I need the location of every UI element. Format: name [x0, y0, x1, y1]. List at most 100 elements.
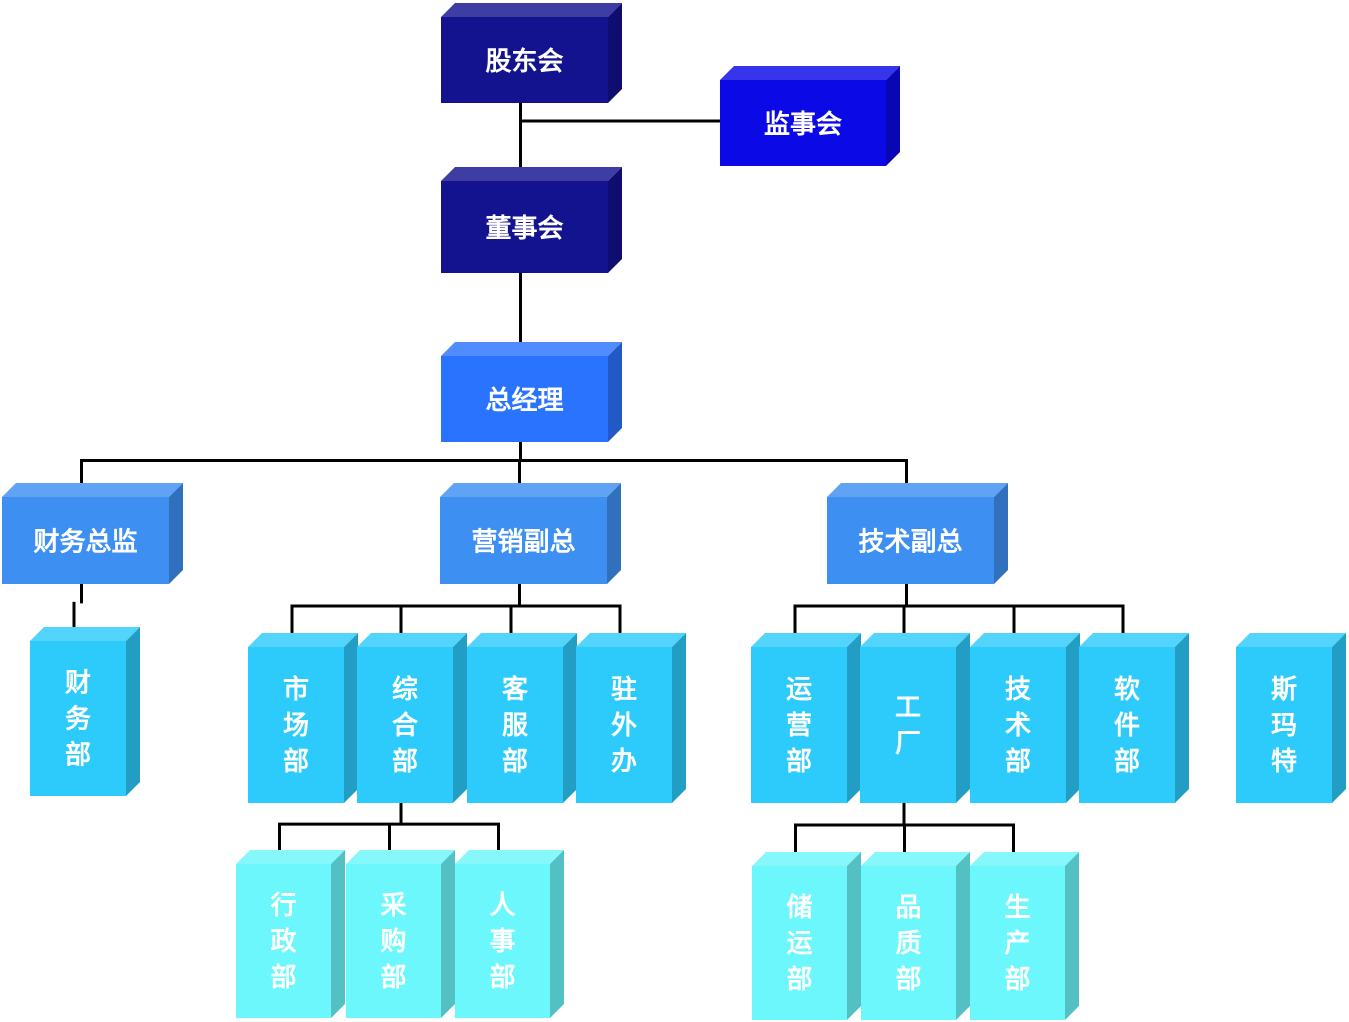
- node-side-face: [550, 850, 564, 1018]
- node-side-face: [1065, 852, 1079, 1020]
- node-side-face: [608, 3, 622, 103]
- node-label: 市场部: [283, 674, 309, 777]
- node-side-face: [344, 633, 358, 803]
- node-renshibu: 人事部: [455, 850, 564, 1018]
- node-side-face: [1175, 633, 1189, 803]
- node-side-face: [1066, 633, 1080, 803]
- node-front-face: [455, 864, 550, 1018]
- node-top-face: [357, 633, 467, 647]
- node-label: 综合部: [392, 674, 419, 777]
- node-chuyunbu: 储运部: [752, 852, 861, 1020]
- node-front-face: [720, 80, 886, 166]
- node-label: 股东会: [485, 46, 563, 77]
- node-top-face: [860, 633, 970, 647]
- node-top-face: [970, 852, 1079, 866]
- node-front-face: [1236, 647, 1332, 803]
- node-top-face: [455, 850, 564, 864]
- node-top-face: [236, 850, 345, 864]
- node-yingxiaofuzong: 营销副总: [440, 483, 621, 584]
- node-front-face: [467, 647, 563, 803]
- node-top-face: [576, 633, 686, 647]
- node-side-face: [847, 852, 861, 1020]
- node-front-face: [236, 864, 331, 1018]
- node-label: 生产部: [1004, 893, 1030, 995]
- node-zonghebu: 综合部: [357, 633, 467, 803]
- node-label: 董事会: [485, 214, 563, 244]
- node-simate: 斯玛特: [1236, 633, 1346, 803]
- node-side-face: [331, 850, 345, 1018]
- node-front-face: [861, 866, 956, 1020]
- node-side-face: [169, 483, 183, 584]
- node-yunyingbu: 运营部: [751, 633, 861, 803]
- node-jishubu: 技术部: [970, 633, 1080, 803]
- node-front-face: [248, 647, 344, 803]
- node-kefubu: 客服部: [467, 633, 577, 803]
- node-shichangbu: 市场部: [248, 633, 358, 803]
- node-xingzhengbu: 行政部: [236, 850, 345, 1018]
- node-front-face: [751, 647, 847, 803]
- node-side-face: [994, 483, 1008, 584]
- node-label: 财务总监: [33, 528, 137, 558]
- node-top-face: [970, 633, 1080, 647]
- node-front-face: [2, 497, 169, 584]
- node-top-face: [2, 483, 183, 497]
- node-zongjingli: 总经理: [441, 342, 622, 442]
- node-top-face: [720, 66, 900, 80]
- node-front-face: [440, 497, 607, 584]
- node-top-face: [467, 633, 577, 647]
- node-top-face: [751, 633, 861, 647]
- node-front-face: [576, 647, 672, 803]
- node-dongshihui: 董事会: [441, 167, 622, 273]
- node-front-face: [1079, 647, 1175, 803]
- node-front-face: [860, 647, 956, 803]
- node-gongchang: 工厂: [860, 633, 970, 803]
- node-side-face: [672, 633, 686, 803]
- node-label: 技术部: [1005, 675, 1031, 777]
- node-front-face: [970, 647, 1066, 803]
- node-side-face: [126, 627, 140, 796]
- node-front-face: [970, 866, 1065, 1020]
- node-side-face: [956, 852, 970, 1020]
- node-side-face: [886, 66, 900, 166]
- node-label: 监事会: [764, 110, 842, 140]
- node-front-face: [346, 864, 441, 1018]
- node-side-face: [847, 633, 861, 803]
- node-label: 驻外办: [611, 674, 637, 777]
- node-front-face: [441, 181, 608, 273]
- node-label: 储运部: [786, 892, 812, 995]
- node-label: 工厂: [895, 693, 921, 759]
- node-pinzhibu: 品质部: [861, 852, 970, 1020]
- node-caiwubu: 财务部: [30, 627, 140, 796]
- node-caigoubu: 采购部: [346, 850, 455, 1018]
- node-label: 客服部: [502, 674, 529, 777]
- node-top-face: [441, 3, 622, 17]
- node-label: 行政部: [269, 890, 296, 993]
- node-top-face: [248, 633, 358, 647]
- node-top-face: [827, 483, 1008, 497]
- node-label: 总经理: [485, 385, 563, 416]
- node-ruanjianbu: 软件部: [1079, 633, 1189, 803]
- node-top-face: [346, 850, 455, 864]
- node-top-face: [441, 342, 622, 356]
- node-label: 斯玛特: [1271, 675, 1297, 777]
- node-side-face: [1332, 633, 1346, 803]
- node-front-face: [827, 497, 994, 584]
- node-side-face: [607, 483, 621, 584]
- node-label: 营销副总: [471, 528, 575, 558]
- node-front-face: [30, 641, 126, 796]
- node-shengchanbu: 生产部: [970, 852, 1079, 1020]
- node-label: 技术副总: [858, 528, 962, 558]
- node-front-face: [441, 356, 608, 442]
- node-front-face: [357, 647, 453, 803]
- node-side-face: [441, 850, 455, 1018]
- node-top-face: [30, 627, 140, 641]
- node-front-face: [441, 17, 608, 103]
- node-caiwuzongjian: 财务总监: [2, 483, 183, 584]
- node-top-face: [440, 483, 621, 497]
- node-side-face: [608, 342, 622, 442]
- node-jianshihui: 监事会: [720, 66, 900, 166]
- connector-layer: [72, 103, 1125, 854]
- node-label: 品质部: [895, 893, 921, 995]
